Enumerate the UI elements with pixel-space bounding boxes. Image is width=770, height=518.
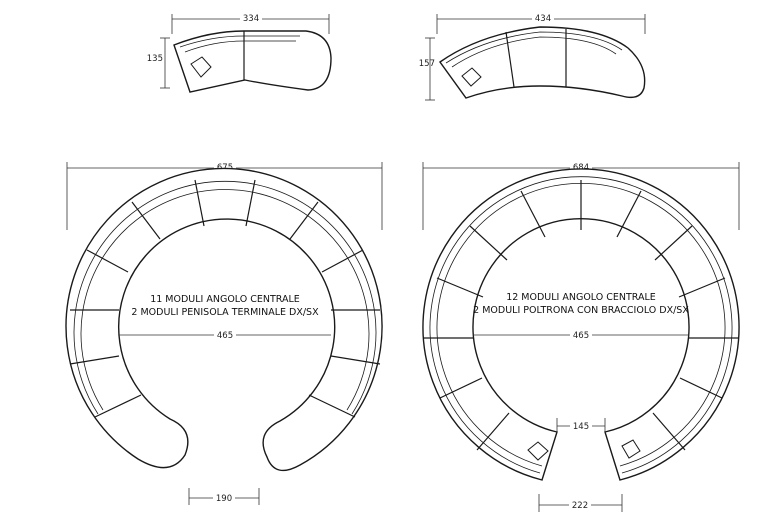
small-right-back-rail (445, 31, 623, 64)
big-right-inner-label-bg (570, 329, 592, 340)
big-right-diagram: 684 465 12 MODULI ANGOLO CENTRALE 2 MODU… (422, 161, 740, 512)
small-left-depth-label: 135 (147, 54, 163, 64)
big-right-gap-inner-label-bg (570, 420, 592, 431)
small-left-width-label-bg (240, 12, 262, 23)
small-right-depth-label: 157 (419, 59, 435, 69)
big-right-gap-inner-label: 145 (573, 422, 589, 432)
big-right-width-label: 684 (573, 163, 589, 173)
big-right-pillow-icon-left (527, 441, 549, 461)
small-right-sofa (439, 26, 646, 99)
big-right-inner-label: 465 (573, 331, 589, 341)
small-right-pillow-icon (461, 67, 482, 87)
big-left-inner-label-bg (214, 329, 236, 340)
big-right-width-label-bg (570, 161, 592, 172)
big-right-module-dividers (424, 180, 738, 451)
big-left-caption-line-2: 2 MODULI PENISOLA TERMINALE DX/SX (131, 307, 319, 318)
big-left-caption-line-1: 11 MODULI ANGOLO CENTRALE (150, 294, 300, 305)
big-right-caption-line-2: 2 MODULI POLTRONA CON BRACCIOLO DX/SX (473, 305, 689, 316)
big-right-gap-outer-label: 222 (572, 501, 588, 511)
small-left-diagram: 334 135 (147, 12, 332, 93)
small-left-sofa (173, 30, 332, 93)
small-left-width-label: 334 (243, 14, 259, 24)
big-left-width-label-bg (214, 161, 236, 172)
small-right-diagram: 434 157 (419, 12, 646, 101)
big-right-caption-line-1: 12 MODULI ANGOLO CENTRALE (506, 292, 656, 303)
small-right-width-label: 434 (535, 14, 551, 24)
small-right-back-rail-inner (451, 36, 617, 68)
big-left-inner-label: 465 (217, 331, 233, 341)
small-left-pillow-icon (190, 56, 212, 78)
big-right-outer-rail (429, 176, 733, 474)
big-left-sofa-ring (65, 167, 383, 472)
big-left-gap-label: 190 (216, 494, 232, 504)
big-left-diagram: 675 465 11 MODULI ANGOLO CENTRALE 2 MODU… (65, 161, 383, 505)
small-right-width-label-bg (532, 12, 554, 23)
big-left-gap-label-bg (213, 492, 235, 503)
big-right-pillow-icon-right (621, 439, 641, 459)
big-left-outer-rail (73, 180, 377, 415)
big-left-outer-rail-inner (80, 189, 370, 411)
big-right-sofa-ring (422, 168, 740, 481)
small-right-module-divider (505, 31, 515, 88)
big-left-module-dividers (69, 179, 381, 418)
big-right-gap-outer-label-bg (569, 499, 591, 510)
